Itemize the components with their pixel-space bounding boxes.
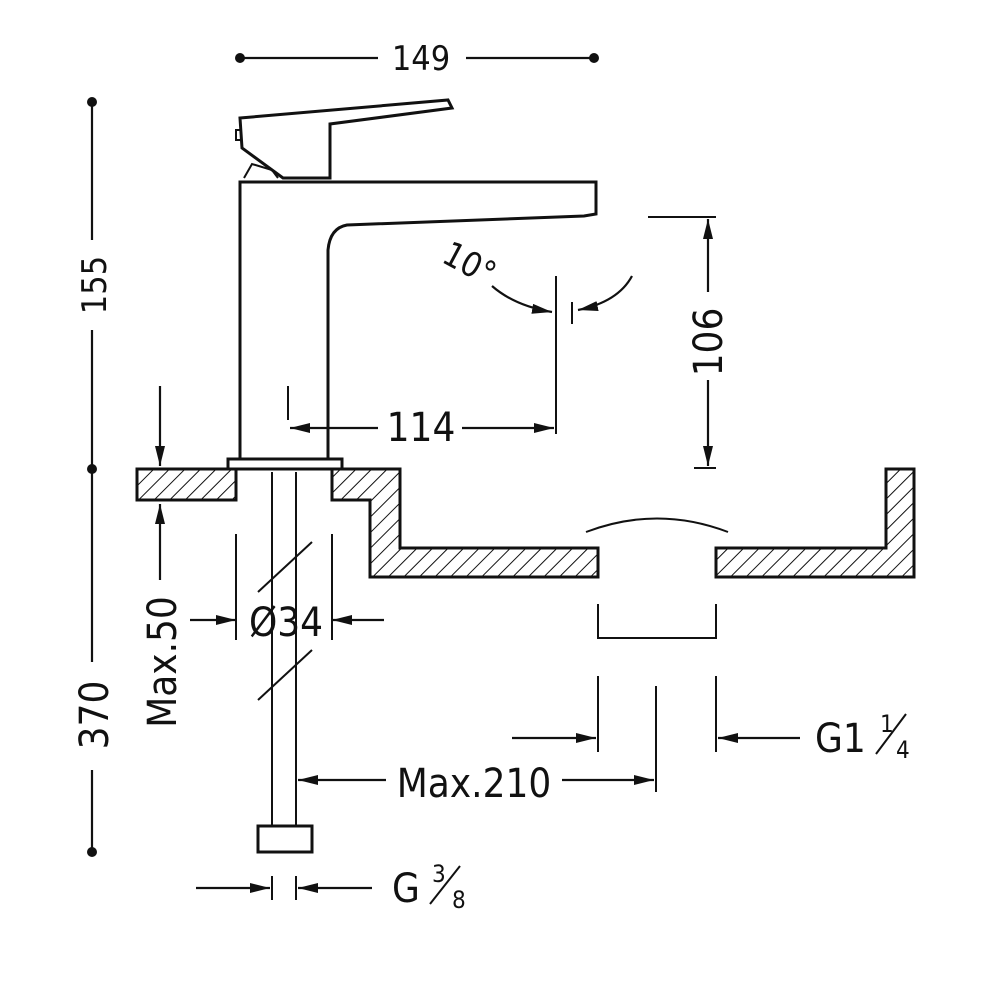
fraction-slash-2 <box>429 865 461 905</box>
faucet-body <box>226 98 598 471</box>
dim-height-total-label: 370 <box>72 681 118 750</box>
dim-waste-thread <box>512 676 800 752</box>
dim-angle <box>491 275 633 324</box>
dim-spout-height <box>648 216 716 469</box>
dim-height-left <box>87 97 97 857</box>
dim-spout-reach-label: 114 <box>387 405 456 451</box>
dim-hole-diameter <box>190 534 384 640</box>
dim-width-top <box>235 53 599 63</box>
dim-waste-thread-num: 1 <box>880 710 894 738</box>
countertop-section <box>135 467 916 639</box>
dim-supply-thread-main: G <box>392 866 420 912</box>
dim-supply-thread-num: 3 <box>432 860 446 888</box>
dim-spout-height-label: 106 <box>686 308 732 377</box>
dim-waste-thread-den: 4 <box>896 736 910 764</box>
dim-max-hose <box>298 686 657 792</box>
dim-spout-reach <box>287 276 557 434</box>
supply-hose <box>256 472 314 900</box>
dim-height-top-label: 155 <box>75 256 115 314</box>
dim-waste-thread-main: G1 <box>815 716 866 762</box>
dim-hole-diameter-label: Ø34 <box>249 600 323 646</box>
dim-max-hose-label: Max.210 <box>397 761 552 807</box>
dim-max-thickness-label: Max.50 <box>140 596 186 728</box>
fraction-slash <box>875 713 907 755</box>
dim-supply-thread-den: 8 <box>452 886 466 914</box>
dim-width-top-label: 149 <box>392 39 450 79</box>
